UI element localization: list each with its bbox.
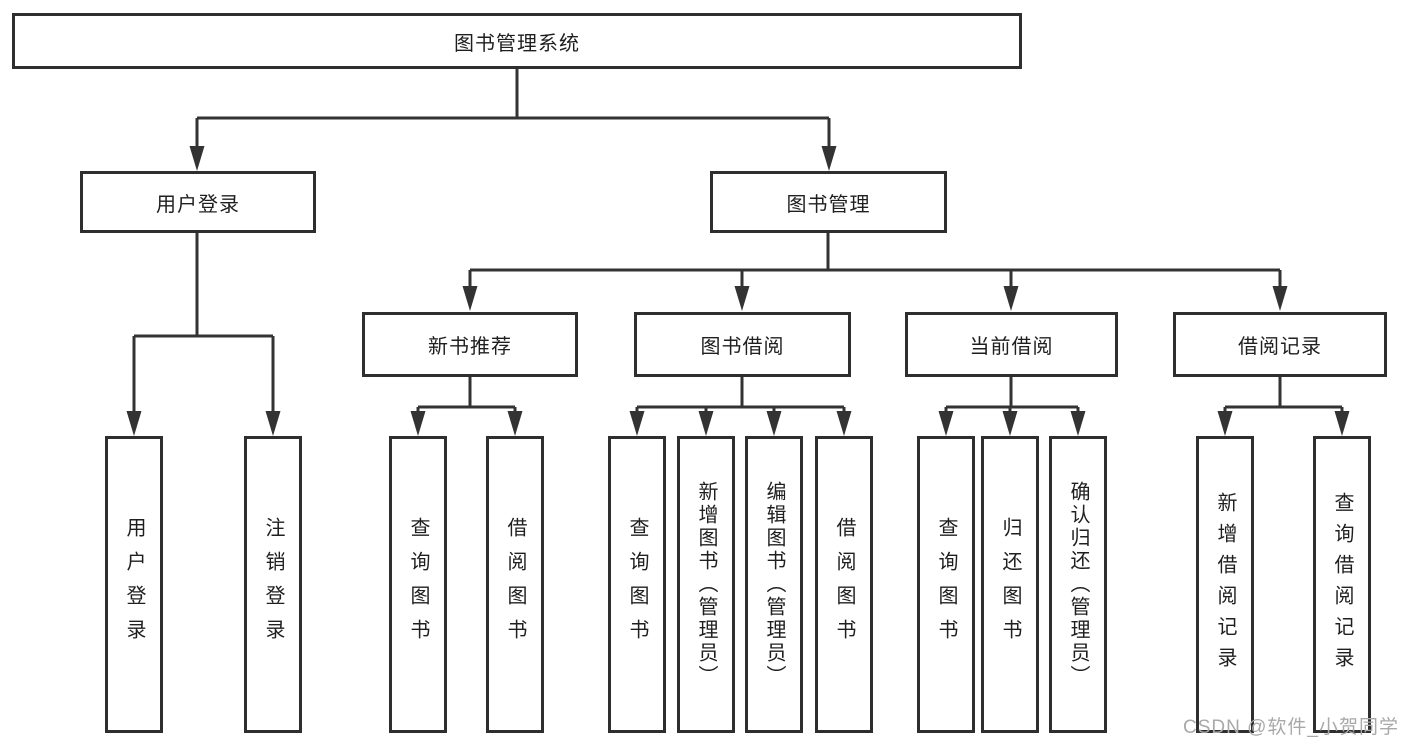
leaf-label: 归还图书: [999, 516, 1021, 653]
leaf-add-books-admin: 新增图书（管理员）: [677, 436, 735, 733]
arrowhead: [836, 411, 852, 436]
arrowhead: [734, 286, 750, 311]
node-user-login: 用户登录: [80, 171, 316, 233]
arrowhead: [1002, 411, 1018, 436]
csdn-watermark: CSDN @软件_小贺同学: [1183, 717, 1399, 738]
leaf-edit-books-admin: 编辑图书（管理员）: [745, 436, 803, 733]
arrowhead: [189, 146, 205, 171]
arrowhead: [766, 411, 782, 436]
leaf-query-borrow-record: 查询借阅记录: [1313, 436, 1371, 733]
leaf-borrow-books-2: 借阅图书: [815, 436, 873, 733]
node-book-borrowing: 图书借阅: [634, 312, 851, 377]
leaf-return-books: 归还图书: [981, 436, 1039, 733]
leaf-borrow-books-1: 借阅图书: [486, 436, 544, 733]
arrowhead: [1334, 411, 1350, 436]
arrowhead: [410, 411, 426, 436]
node-current-borrowing: 当前借阅: [905, 312, 1118, 377]
leaf-query-books-1: 查询图书: [389, 436, 447, 733]
leaf-add-borrow-record: 新增借阅记录: [1196, 436, 1254, 733]
leaf-label: 确认归还（管理员）: [1067, 481, 1089, 688]
arrowhead: [938, 411, 954, 436]
node-book-management: 图书管理: [710, 171, 947, 233]
leaf-user-login: 用户登录: [105, 436, 163, 733]
arrowhead: [698, 411, 714, 436]
arrowhead: [462, 286, 478, 311]
leaf-label: 新增图书（管理员）: [695, 481, 717, 688]
leaf-label: 查询借阅记录: [1331, 491, 1353, 678]
leaf-label: 查询图书: [935, 516, 957, 653]
leaf-label: 查询图书: [407, 516, 429, 653]
node-new-book-recommend: 新书推荐: [362, 312, 578, 377]
arrowhead: [1217, 411, 1233, 436]
node-library-management-system: 图书管理系统: [12, 13, 1022, 69]
leaf-label: 借阅图书: [833, 516, 855, 653]
leaf-label: 编辑图书（管理员）: [763, 481, 785, 688]
arrowhead: [126, 411, 142, 436]
leaf-logout: 注销登录: [244, 436, 302, 733]
leaf-label: 查询图书: [626, 516, 648, 653]
leaf-label: 注销登录: [262, 516, 284, 653]
arrowhead: [821, 146, 837, 171]
leaf-confirm-return-admin: 确认归还（管理员）: [1049, 436, 1107, 733]
leaf-label: 新增借阅记录: [1214, 491, 1236, 678]
node-borrowing-records: 借阅记录: [1173, 312, 1387, 377]
arrowhead: [507, 411, 523, 436]
arrowhead: [265, 411, 281, 436]
arrowhead: [1272, 286, 1288, 311]
leaf-query-books-3: 查询图书: [917, 436, 975, 733]
leaf-query-books-2: 查询图书: [608, 436, 666, 733]
arrowhead: [629, 411, 645, 436]
leaf-label: 借阅图书: [504, 516, 526, 653]
arrowhead: [1070, 411, 1086, 436]
arrowhead: [1003, 286, 1019, 311]
leaf-label: 用户登录: [123, 516, 145, 653]
